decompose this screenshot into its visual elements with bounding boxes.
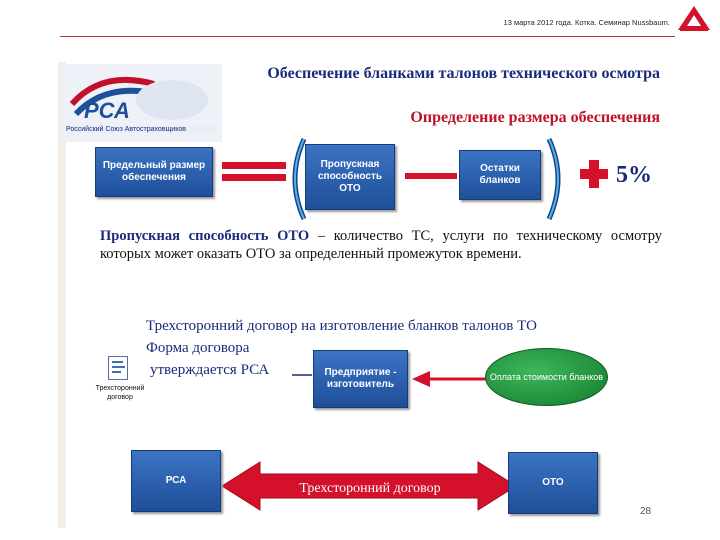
header-divider [60, 36, 675, 37]
rsa-emblem-icon [69, 76, 208, 120]
definition-text: – количество ТС, услуги по техническому … [100, 228, 663, 262]
rsa-logo-text: РСА [84, 98, 130, 123]
corner-logo-icon [678, 6, 710, 31]
formula-box-limit: Предельный размер обеспечения [95, 147, 213, 197]
percent-value: 5% [616, 162, 652, 188]
document-label: Трехсторонний договор [95, 385, 145, 401]
definition-term: Пропускная способность ОТО [100, 228, 310, 244]
payment-ellipse: Оплата стоимости бланков [485, 348, 608, 406]
contract-title: Трехсторонний договор на изготовление бл… [146, 318, 537, 334]
rsa-logo-caption: Российский Союз Автостраховщиков [66, 126, 218, 133]
contract-arrow-label: Трехсторонний договор [299, 481, 441, 496]
rsa-box: РСА [131, 450, 221, 512]
rsa-logo: РСА Российский Союз Автостраховщиков [62, 64, 222, 142]
contract-approved: утверждается РСА [150, 362, 270, 378]
contract-form: Форма договора [146, 340, 250, 356]
slide-title: Обеспечение бланками талонов техническог… [267, 65, 660, 82]
document-icon[interactable] [108, 356, 128, 380]
arrow-to-producer-icon [412, 371, 430, 387]
equals-sign-bottom [222, 174, 286, 181]
formula-box-remaining: Остатки бланков [459, 150, 541, 200]
plus-sign-vertical [589, 160, 599, 188]
slide-subtitle: Определение размера обеспечения [410, 109, 660, 126]
page-number: 28 [640, 506, 652, 517]
formula-box-capacity: Пропускная способность ОТО [305, 144, 395, 210]
left-bracket-icon [292, 137, 307, 221]
oto-box: ОТО [508, 452, 598, 514]
header-caption: 13 марта 2012 года. Котка. Семинар Nussb… [503, 18, 670, 27]
equals-sign-top [222, 162, 286, 169]
minus-sign [405, 173, 457, 179]
producer-box: Предприятие - изготовитель [313, 350, 408, 408]
definition-paragraph: Пропускная способность ОТО – количество … [100, 227, 662, 263]
right-bracket-icon [546, 137, 561, 221]
